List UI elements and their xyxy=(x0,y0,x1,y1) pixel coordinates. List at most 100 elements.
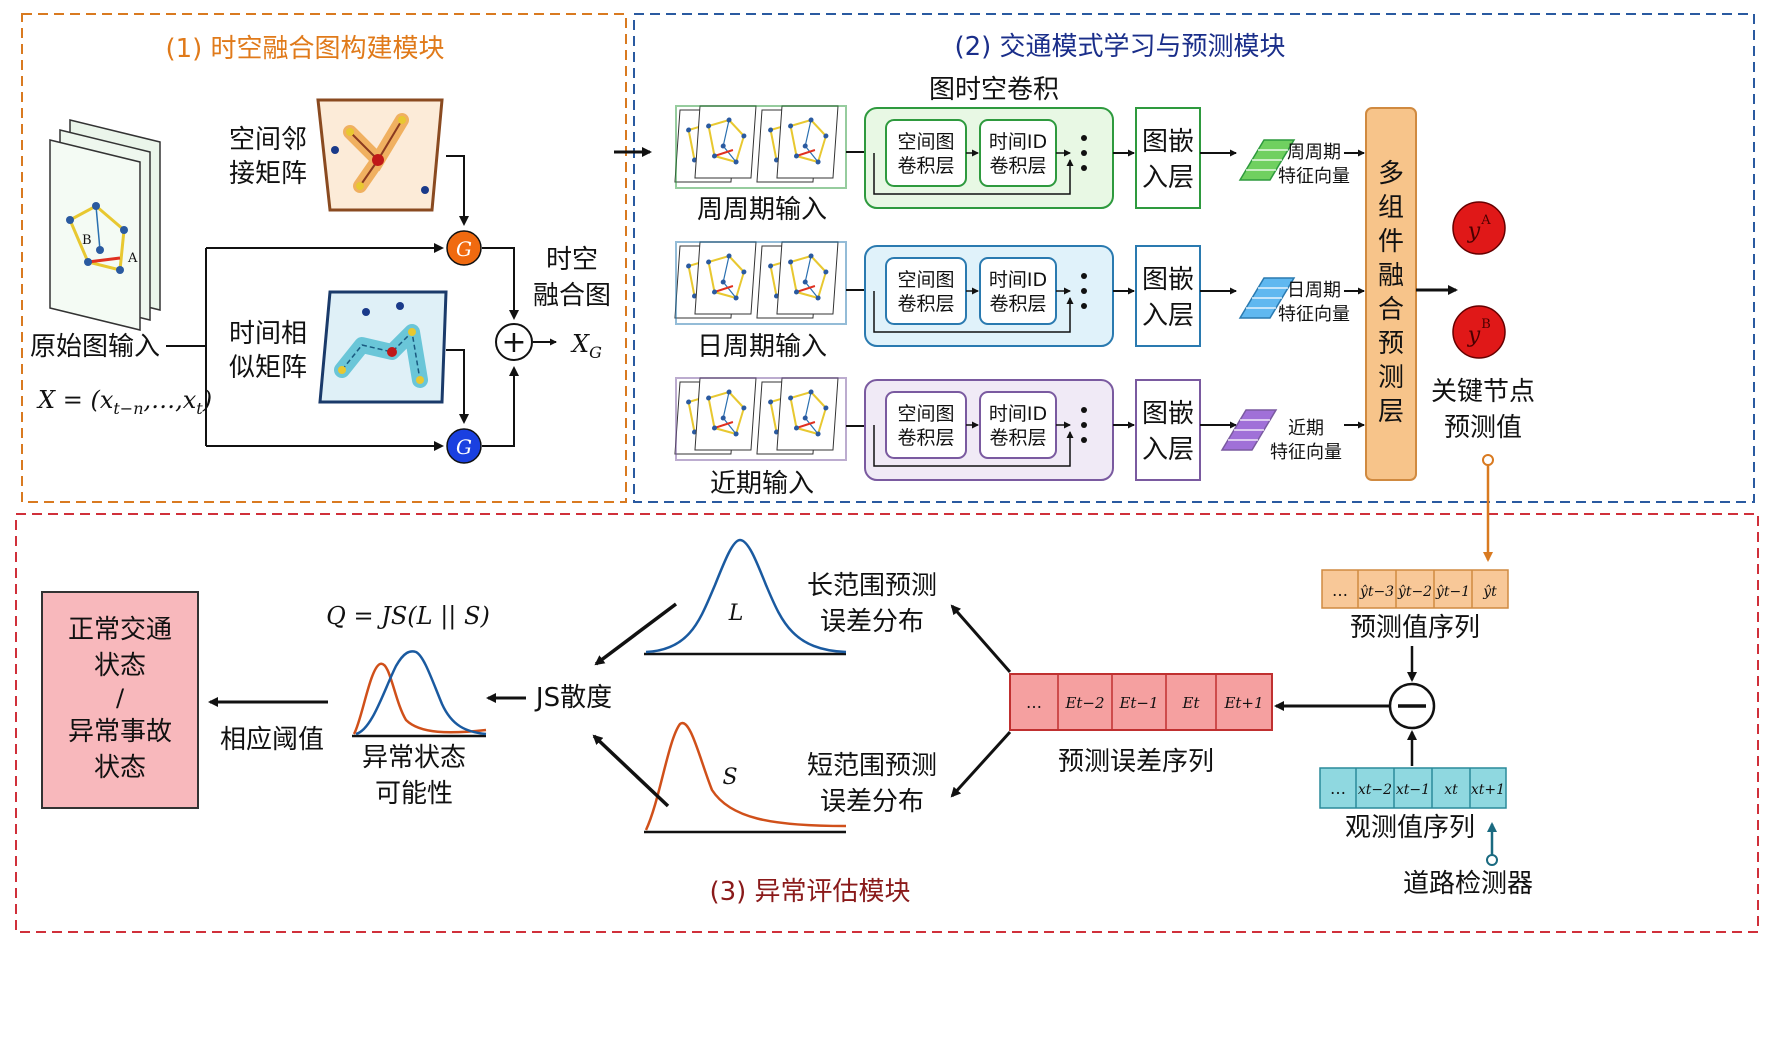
module2-title: (2) 交通模式学习与预测模块 xyxy=(954,32,1285,62)
spatial-adjacency-icon xyxy=(316,98,444,212)
spatial-matrix-label-2: 接矩阵 xyxy=(229,159,307,189)
svg-text:预: 预 xyxy=(1378,329,1404,359)
long-dist-label-1: 长范围预测 xyxy=(807,571,937,601)
svg-text:测: 测 xyxy=(1378,363,1404,393)
fusion-prediction-layer: 多 组 件 融 合 预 测 层 xyxy=(1365,107,1417,481)
error-sequence: … Et−2 Et−1 Et Et+1 xyxy=(1009,673,1273,731)
svg-text:时间ID: 时间ID xyxy=(989,403,1047,425)
svg-text:…: … xyxy=(1330,779,1346,798)
key-node-label-1: 关键节点 xyxy=(1431,377,1535,407)
svg-text:卷积层: 卷积层 xyxy=(897,155,954,177)
svg-text:状态: 状态 xyxy=(94,753,146,783)
svg-text:日周期: 日周期 xyxy=(1287,280,1341,301)
svg-text:Et+1: Et+1 xyxy=(1223,694,1263,712)
svg-text:特征向量: 特征向量 xyxy=(1278,166,1350,187)
svg-text:卷积层: 卷积层 xyxy=(897,427,954,449)
temporal-matrix-label-2: 似矩阵 xyxy=(229,353,307,383)
svg-text:卷积层: 卷积层 xyxy=(989,427,1046,449)
svg-text:ŷt−2: ŷt−2 xyxy=(1397,583,1432,600)
svg-text:Et−2: Et−2 xyxy=(1064,694,1104,712)
js-divergence-label: JS散度 xyxy=(534,683,612,713)
svg-text:状态: 状态 xyxy=(94,651,146,681)
svg-text:时间ID: 时间ID xyxy=(989,269,1047,291)
module3-border xyxy=(15,513,1759,933)
svg-text:周周期: 周周期 xyxy=(1287,142,1341,163)
svg-text:…: … xyxy=(1026,693,1042,712)
svg-text:空间图: 空间图 xyxy=(897,269,954,291)
svg-text:合: 合 xyxy=(1378,295,1404,325)
anomaly-label-1: 异常状态 xyxy=(362,743,466,773)
weekly-feature-vector-icon xyxy=(1238,139,1296,181)
svg-text:异常事故: 异常事故 xyxy=(68,717,172,747)
st-fusion-label-1: 时空 xyxy=(546,245,598,275)
road-sensor-label: 道路检测器 xyxy=(1403,869,1533,899)
raw-graph-stack-icon: B A xyxy=(49,119,161,331)
svg-text:卷积层: 卷积层 xyxy=(989,293,1046,315)
svg-text:图嵌: 图嵌 xyxy=(1142,399,1194,429)
svg-text:xt+1: xt+1 xyxy=(1471,782,1505,798)
svg-text:ŷt: ŷt xyxy=(1482,583,1497,600)
daily-feature-vector-icon xyxy=(1238,277,1296,319)
recent-feature-vector-icon xyxy=(1220,409,1278,451)
svg-text:A: A xyxy=(1480,213,1491,228)
short-dist-label-2: 误差分布 xyxy=(820,787,924,817)
svg-text:时间ID: 时间ID xyxy=(989,131,1047,153)
svg-text:ŷt−3: ŷt−3 xyxy=(1359,583,1394,600)
svg-text:xt−1: xt−1 xyxy=(1396,782,1430,798)
svg-text:xt: xt xyxy=(1444,782,1458,798)
svg-text:ŷt−1: ŷt−1 xyxy=(1435,583,1470,600)
svg-text:空间图: 空间图 xyxy=(897,131,954,153)
svg-text:近期: 近期 xyxy=(1288,418,1324,439)
daily-input-icon xyxy=(673,240,847,325)
svg-text:y: y xyxy=(1467,219,1481,244)
svg-text:G: G xyxy=(456,435,472,459)
q-formula: Q = JS(L || S) xyxy=(326,602,490,631)
raw-input-label: 原始图输入 xyxy=(30,332,160,362)
prediction-sequence: … ŷt−3 ŷt−2 ŷt−1 ŷt xyxy=(1321,569,1509,609)
daily-input-label: 日周期输入 xyxy=(697,332,827,362)
svg-text:件: 件 xyxy=(1378,227,1404,257)
svg-text:S: S xyxy=(722,765,737,790)
pred-seq-label: 预测值序列 xyxy=(1350,613,1480,643)
anomaly-possibility-plot xyxy=(352,650,487,738)
st-fusion-label-2: 融合图 xyxy=(533,281,611,311)
svg-text:层: 层 xyxy=(1378,397,1404,427)
prediction-node-a: y A xyxy=(1452,201,1506,255)
svg-text:空间图: 空间图 xyxy=(897,403,954,425)
svg-text:多: 多 xyxy=(1378,159,1404,189)
g-node-blue: G xyxy=(446,428,482,464)
branch-recent: 近期输入 空间图 卷积层 时间ID 卷积层 图嵌 入层 近期 特征向量 xyxy=(673,376,1365,499)
module2-border xyxy=(633,13,1755,503)
svg-text:组: 组 xyxy=(1378,193,1404,223)
xg-label: XG xyxy=(570,330,602,362)
long-range-distribution: L xyxy=(644,538,847,656)
recent-input-icon xyxy=(673,376,847,461)
module1-title: (1) 时空融合图构建模块 xyxy=(165,34,444,64)
recent-input-label: 近期输入 xyxy=(710,469,814,499)
observed-sequence: … xt−2 xt−1 xt xt+1 xyxy=(1319,767,1507,809)
long-dist-label-2: 误差分布 xyxy=(820,607,924,637)
svg-text:xt−2: xt−2 xyxy=(1358,782,1392,798)
svg-text:卷积层: 卷积层 xyxy=(989,155,1046,177)
plus-fusion-icon: + xyxy=(495,323,533,361)
svg-text:特征向量: 特征向量 xyxy=(1278,304,1350,325)
minus-compare-icon xyxy=(1388,682,1436,730)
spatial-matrix-label-1: 空间邻 xyxy=(229,125,307,155)
branch-daily: 日周期输入 空间图 卷积层 时间ID 卷积层 图嵌 入层 日周期 特征向量 xyxy=(673,240,1365,362)
svg-text:图嵌: 图嵌 xyxy=(1142,127,1194,157)
svg-text:+: + xyxy=(501,325,526,360)
obs-seq-label: 观测值序列 xyxy=(1345,813,1475,843)
threshold-label: 相应阈值 xyxy=(220,725,324,755)
gconv-title: 图时空卷积 xyxy=(929,75,1059,105)
svg-text:B: B xyxy=(1481,317,1491,332)
traffic-state-result: 正常交通 状态 / 异常事故 状态 xyxy=(41,591,199,809)
svg-text:卷积层: 卷积层 xyxy=(897,293,954,315)
branch-weekly: 周周期输入 空间图 卷积层 时间ID 卷积层 图嵌 入层 周周期 特征向量 xyxy=(673,104,1365,225)
err-seq-label: 预测误差序列 xyxy=(1058,747,1214,777)
svg-text:Et: Et xyxy=(1182,694,1201,712)
prediction-node-b: y B xyxy=(1452,305,1506,359)
svg-text:L: L xyxy=(728,601,744,626)
module3-title: (3) 异常评估模块 xyxy=(709,877,910,907)
svg-text:特征向量: 特征向量 xyxy=(1270,442,1342,463)
